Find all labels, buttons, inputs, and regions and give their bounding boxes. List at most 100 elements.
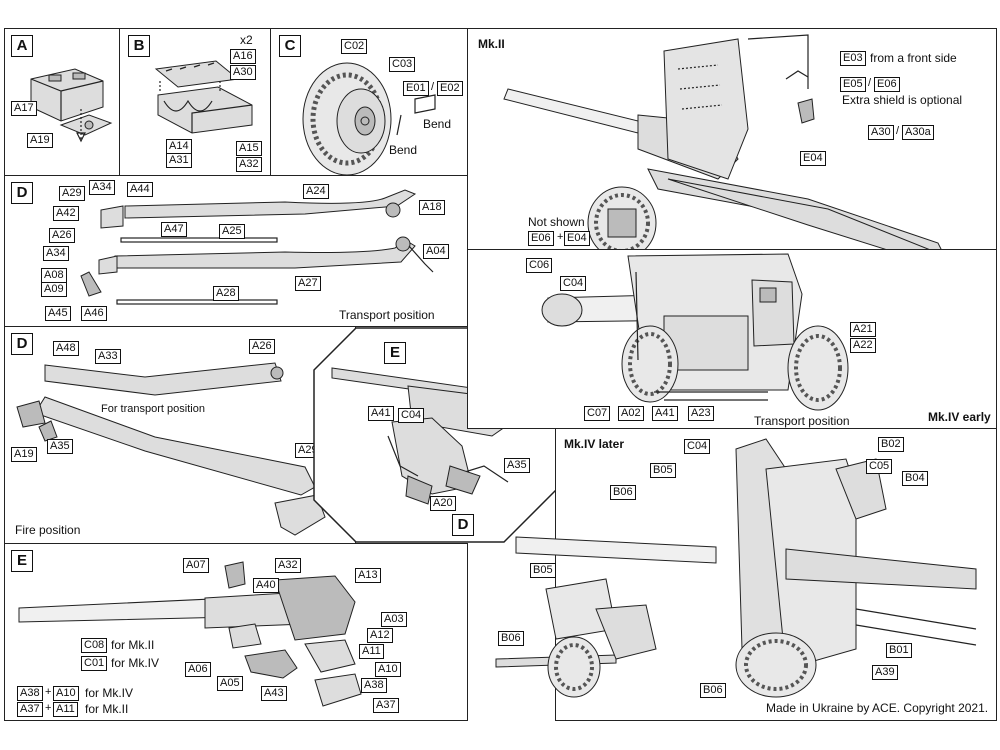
label-a25: A25 xyxy=(219,224,245,239)
not-shown-note: Not shown xyxy=(528,215,585,229)
panel-c: C C02 C03 E01 / E02 Bend Bend xyxy=(270,28,468,176)
label-a19: A19 xyxy=(11,447,37,462)
combo-1-plus: + xyxy=(45,686,52,698)
variant-c08-label: C08 xyxy=(81,638,108,653)
combo-2-a: A37 xyxy=(17,702,43,717)
mk4-later-gun-drawing xyxy=(515,438,977,698)
label-a02: A02 xyxy=(618,406,644,421)
label-b06-2: B06 xyxy=(498,631,524,646)
label-b05-2: B05 xyxy=(530,563,556,578)
mk2-gun-drawing xyxy=(503,34,970,271)
label-a28: A28 xyxy=(213,286,239,301)
label-a26: A26 xyxy=(49,228,75,243)
label-a18: A18 xyxy=(419,200,445,215)
label-a09: A09 xyxy=(41,282,67,297)
label-a16: A16 xyxy=(230,49,256,64)
label-a20: A20 xyxy=(430,496,456,511)
step-d-badge: D xyxy=(11,182,33,204)
label-a40: A40 xyxy=(253,578,279,593)
extra-shield-note: Extra shield is optional xyxy=(842,93,963,107)
transport-position-caption: Transport position xyxy=(339,308,435,322)
label-b02: B02 xyxy=(878,437,904,452)
slash-e01-e02: / xyxy=(431,81,435,93)
label-a14: A14 xyxy=(166,139,192,154)
bend-note-2: Bend xyxy=(389,143,418,157)
slash-e05-e06: / xyxy=(868,77,872,89)
panel-b: B x2 A16 A30 A14 A31 A15 A32 xyxy=(119,28,271,176)
label-a32: A32 xyxy=(275,558,301,573)
step-d-badge-2: D xyxy=(11,333,33,355)
bend-note-1: Bend xyxy=(423,117,452,131)
label-a08: A08 xyxy=(41,268,67,283)
panel-e-barrel: E A07 A32 A13 A40 A03 A12 A11 A06 A10 A0… xyxy=(4,543,468,721)
label-e06-2: E06 xyxy=(528,231,554,246)
mk4-later-inset-drawing xyxy=(495,578,657,698)
step-b-badge: B xyxy=(128,35,150,57)
label-a05: A05 xyxy=(217,676,243,691)
label-c04: C04 xyxy=(560,276,587,291)
step-d-ref-badge: D xyxy=(452,514,474,536)
label-a10: A10 xyxy=(375,662,401,677)
label-a24: A24 xyxy=(303,184,329,199)
label-a44: A44 xyxy=(127,182,153,197)
label-a37: A37 xyxy=(373,698,399,713)
label-c02: C02 xyxy=(341,39,368,54)
variant-c08-text: for Mk.II xyxy=(111,638,155,652)
label-e02: E02 xyxy=(437,81,463,96)
label-a26: A26 xyxy=(249,339,275,354)
label-a41: A41 xyxy=(652,406,678,421)
step-e-badge: E xyxy=(384,342,406,364)
mk4-later-title: Mk.IV later xyxy=(564,437,625,451)
label-a13: A13 xyxy=(355,568,381,583)
label-c07: C07 xyxy=(584,406,611,421)
label-c04: C04 xyxy=(684,439,711,454)
label-a39: A39 xyxy=(872,665,898,680)
label-a15: A15 xyxy=(236,141,262,156)
label-a04: A04 xyxy=(423,244,449,259)
panel-d-transport: D A29 A34 A44 A24 A42 A18 A47 A25 A26 A3… xyxy=(4,175,468,327)
label-e04-2: E04 xyxy=(564,231,590,246)
panel-mk2: Mk.II E03 from a front side E05 / E06 Ex… xyxy=(467,28,997,271)
mk4-early-title: Mk.IV early xyxy=(928,410,991,424)
label-a03: A03 xyxy=(381,612,407,627)
label-b05: B05 xyxy=(650,463,676,478)
label-a45: A45 xyxy=(45,306,71,321)
label-c06: C06 xyxy=(526,258,553,273)
slash-a30-a30a: / xyxy=(896,125,900,137)
label-e05: E05 xyxy=(840,77,866,92)
label-a42: A42 xyxy=(53,206,79,221)
combo-2-b: A11 xyxy=(53,702,78,717)
combo-1-text: for Mk.IV xyxy=(85,686,134,700)
step-c-badge: C xyxy=(279,35,301,57)
panel-a: A A17 A19 xyxy=(4,28,120,176)
label-a35: A35 xyxy=(504,458,530,473)
step-a-badge: A xyxy=(11,35,33,57)
part-b-drawing xyxy=(154,60,253,134)
mk4-early-gun-drawing xyxy=(541,253,849,411)
label-a17: A17 xyxy=(11,101,37,116)
label-a47: A47 xyxy=(161,222,187,237)
label-a31: A31 xyxy=(166,153,192,168)
combo-1-b: A10 xyxy=(53,686,79,701)
step-e-badge-2: E xyxy=(11,550,33,572)
quantity-note: x2 xyxy=(240,33,253,47)
label-a23: A23 xyxy=(688,406,714,421)
combo-1-a: A38 xyxy=(17,686,43,701)
trails-transport-drawing xyxy=(80,189,434,305)
label-a46: A46 xyxy=(81,306,107,321)
variant-c01-label: C01 xyxy=(81,656,108,671)
combo-2-text: for Mk.II xyxy=(85,702,129,716)
fire-position-caption: Fire position xyxy=(15,523,81,537)
label-c04: C04 xyxy=(398,408,425,423)
label-e01: E01 xyxy=(403,81,429,96)
label-a30a: A30a xyxy=(902,125,934,140)
combo-2-plus: + xyxy=(45,702,52,714)
label-a06: A06 xyxy=(185,662,211,677)
label-a27: A27 xyxy=(295,276,321,291)
panel-mk4-early: C06 C04 A21 A22 C07 A02 A41 A23 Transpor… xyxy=(467,249,997,429)
copyright-footer: Made in Ukraine by ACE. Copyright 2021. xyxy=(766,701,989,715)
label-a12: A12 xyxy=(367,628,393,643)
label-b01: B01 xyxy=(886,643,912,658)
label-a19: A19 xyxy=(27,133,53,148)
label-a30: A30 xyxy=(230,65,256,80)
